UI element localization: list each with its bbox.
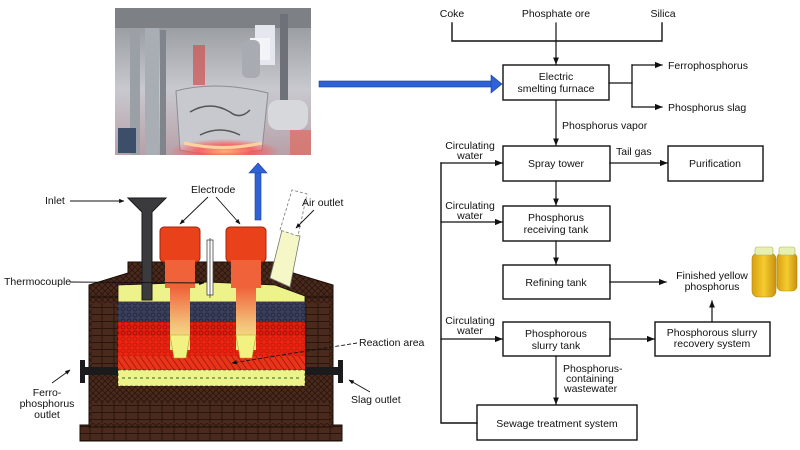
input-coke: Coke (440, 8, 465, 20)
box-sewage-treatment: Sewage treatment system (476, 404, 638, 441)
box-receiving-tank: Phosphorus receiving tank (502, 205, 611, 242)
svg-text:Phosphorous: Phosphorous (525, 328, 587, 340)
blue-arrow-up (248, 162, 268, 221)
label-wastewater-1: Phosphorus- (563, 363, 623, 375)
label-ferro-outlet-1: Ferro- (33, 387, 62, 399)
flowchart: Coke Phosphate ore Silica Electric smelt… (440, 8, 798, 441)
label-thermocouple: Thermocouple (4, 276, 71, 288)
blue-arrow-right (318, 74, 503, 94)
label-electrode: Electrode (191, 184, 236, 196)
label-phosphorus-vapor: Phosphorus vapor (562, 120, 648, 132)
box-slurry-recovery: Phosphorous slurry recovery system (654, 321, 771, 357)
label-ferrophosphorus: Ferrophosphorus (668, 60, 748, 72)
label-ferro-outlet-3: outlet (34, 409, 60, 421)
input-phosphate-ore: Phosphate ore (522, 8, 590, 20)
label-circulating-3b: water (456, 325, 483, 337)
label-wastewater-2: containing (566, 373, 614, 385)
box-refining-tank: Refining tank (502, 264, 611, 300)
label-reaction-area: Reaction area (359, 337, 425, 349)
svg-text:Purification: Purification (689, 158, 741, 170)
label-wastewater-3: wastewater (563, 383, 618, 395)
svg-text:Phosphorus: Phosphorus (528, 212, 584, 224)
label-slag-outlet: Slag outlet (351, 394, 401, 406)
electrode-left (159, 226, 201, 359)
svg-text:Spray tower: Spray tower (528, 158, 585, 170)
furnace-labels: Inlet Electrode Air outlet Thermocouple … (4, 184, 425, 421)
label-circulating-1a: Circulating (445, 140, 495, 152)
input-silica: Silica (650, 8, 675, 20)
label-circulating-1b: water (456, 150, 483, 162)
label-finished-1: Finished yellow (676, 270, 748, 282)
label-circulating-2a: Circulating (445, 200, 495, 212)
svg-text:receiving tank: receiving tank (524, 224, 590, 236)
label-inlet: Inlet (45, 195, 65, 207)
svg-text:recovery system: recovery system (674, 338, 751, 350)
svg-text:smelting furnace: smelting furnace (517, 83, 594, 95)
svg-text:Sewage treatment system: Sewage treatment system (496, 418, 618, 430)
svg-text:Electric: Electric (539, 71, 573, 83)
box-slurry-tank: Phosphorous slurry tank (502, 321, 611, 357)
label-circulating-2b: water (456, 210, 483, 222)
furnace-cross-section (79, 189, 343, 442)
svg-text:Refining tank: Refining tank (525, 277, 587, 289)
svg-text:Phosphorous slurry: Phosphorous slurry (667, 327, 758, 339)
furnace-photo (115, 8, 311, 155)
box-purification: Purification (667, 145, 764, 182)
yellow-phosphorus-jars-image (751, 246, 798, 298)
label-phosphorus-slag: Phosphorus slag (668, 102, 746, 114)
thermocouple (206, 238, 214, 298)
label-tail-gas: Tail gas (616, 146, 652, 158)
svg-text:slurry tank: slurry tank (532, 340, 581, 352)
box-electric-furnace: Electric smelting furnace (502, 64, 610, 101)
box-spray-tower: Spray tower (502, 145, 611, 182)
electrode-right (225, 226, 267, 359)
label-finished-2: phosphorus (685, 281, 740, 293)
label-circulating-3a: Circulating (445, 315, 495, 327)
label-ferro-outlet-2: phosphorus (20, 398, 75, 410)
label-air-outlet: Air outlet (302, 197, 344, 209)
